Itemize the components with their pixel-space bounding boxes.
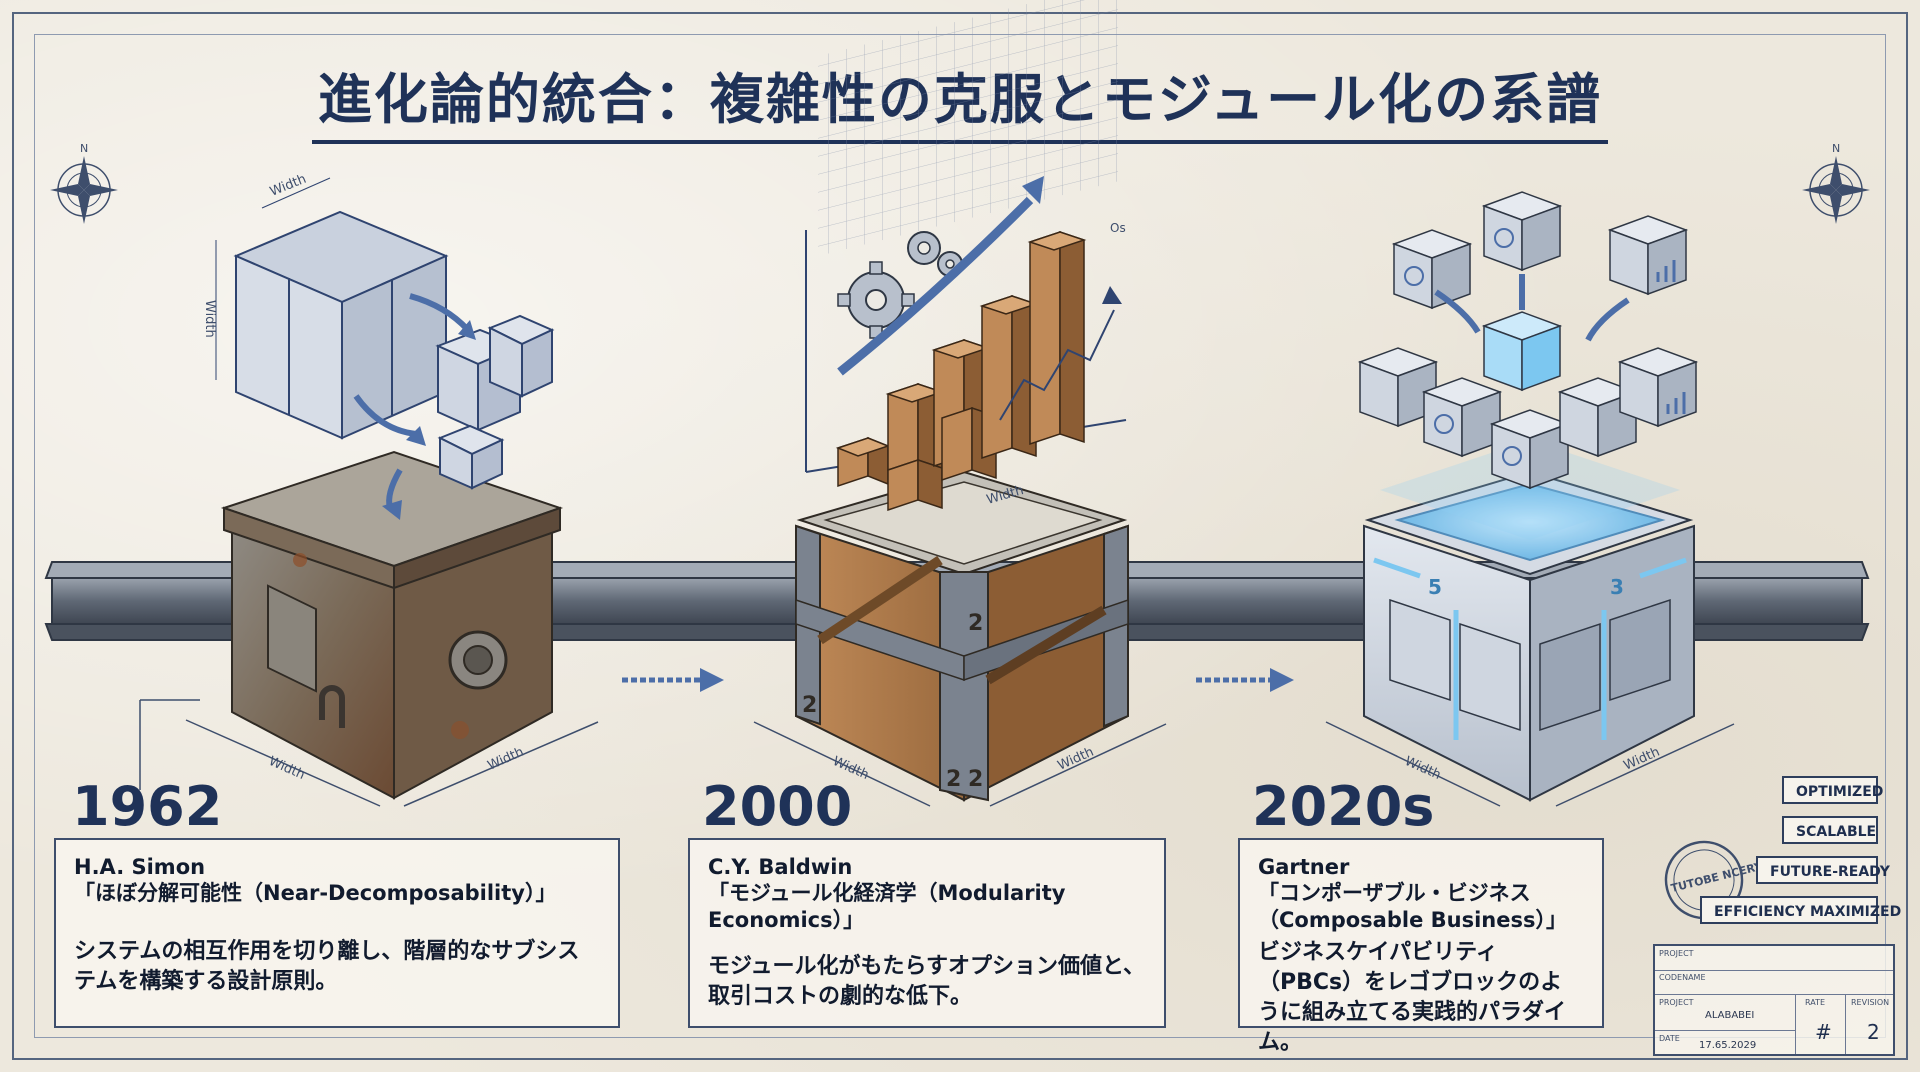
bar-chart-icon — [1656, 260, 1676, 282]
stage-author: C.Y. Baldwin — [708, 855, 853, 879]
stage-card: Gartner 「コンポーザブル・ビジネス（Composable Busines… — [1238, 838, 1604, 1055]
wooden-block — [835, 230, 1087, 512]
svg-text:Width: Width — [268, 172, 309, 200]
crate-label: 2 — [968, 767, 983, 792]
year-label: 2000 — [702, 775, 853, 838]
growth-chart-sketch: Os — [805, 0, 1127, 512]
stage-description: ビジネスケイパビリティ（PBCs）をレゴブロックのように組み立てる実践的パラダイ… — [1258, 940, 1567, 1055]
wooden-crate: 2 2 2 2 — [795, 470, 1129, 802]
svg-text:N: N — [80, 142, 88, 155]
status-tag: FUTURE-READY — [1756, 856, 1890, 884]
stage-concept: 「モジュール化経済学（Modularity Economics）」 — [708, 881, 1066, 932]
capability-cubes — [1357, 191, 1699, 490]
crate-label: 5 — [1428, 575, 1442, 599]
crate-label: 2 — [946, 767, 961, 792]
stage-author: Gartner — [1258, 855, 1350, 879]
svg-text:TUTOBE NCERY: TUTOBE NCERY — [1670, 859, 1765, 895]
stage-author: H.A. Simon — [74, 855, 206, 879]
side-annotation: Os — [1110, 221, 1126, 235]
stage-description: モジュール化がもたらすオプション価値と、取引コストの劇的な低下。 — [708, 954, 1146, 1009]
year-label: 1962 — [72, 775, 223, 838]
decomposing-box-sketch — [215, 177, 555, 520]
arrow-right-icon — [1196, 668, 1294, 692]
trend-arrow-icon — [837, 196, 1034, 376]
status-tag: SCALABLE — [1782, 816, 1878, 844]
stage-card: C.Y. Baldwin 「モジュール化経済学（Modularity Econo… — [688, 838, 1166, 1028]
compass-rose-icon: N — [1802, 142, 1870, 224]
gear-icon — [907, 231, 941, 265]
stage-concept: 「コンポーザブル・ビジネス（Composable Business）」 — [1258, 881, 1567, 932]
title-block: PROJECT CODENAME PROJECT ALABABEI RATE #… — [1653, 944, 1895, 1056]
composable-platform: 5 3 — [1363, 440, 1695, 802]
svg-text:Width: Width — [486, 745, 527, 774]
crate-label: 3 — [1610, 575, 1624, 599]
monolith-crate — [220, 450, 564, 800]
crate-label: 2 — [802, 693, 817, 718]
brain-chip-icon — [1404, 266, 1424, 286]
svg-text:N: N — [1832, 142, 1840, 155]
stage-concept: 「ほぼ分解可能性（Near-Decomposability）」 — [74, 881, 557, 905]
year-label: 2020s — [1252, 775, 1435, 838]
status-tag: OPTIMIZED — [1782, 776, 1883, 804]
status-tag: EFFICIENCY MAXIMIZED — [1700, 896, 1901, 924]
svg-text:Width: Width — [202, 300, 217, 338]
compass-rose-icon: N — [50, 142, 118, 224]
stage-card: H.A. Simon 「ほぼ分解可能性（Near-Decomposability… — [54, 838, 620, 1028]
svg-text:Width: Width — [266, 754, 307, 783]
dimension-lines — [139, 699, 1735, 807]
brain-chip-icon — [1494, 228, 1514, 248]
gear-icon — [837, 261, 915, 339]
crate-label: 2 — [968, 611, 983, 636]
arrow-right-icon — [622, 668, 724, 692]
stage-description: システムの相互作用を切り離し、階層的なサブシステムを構築する設計原則。 — [74, 939, 580, 994]
